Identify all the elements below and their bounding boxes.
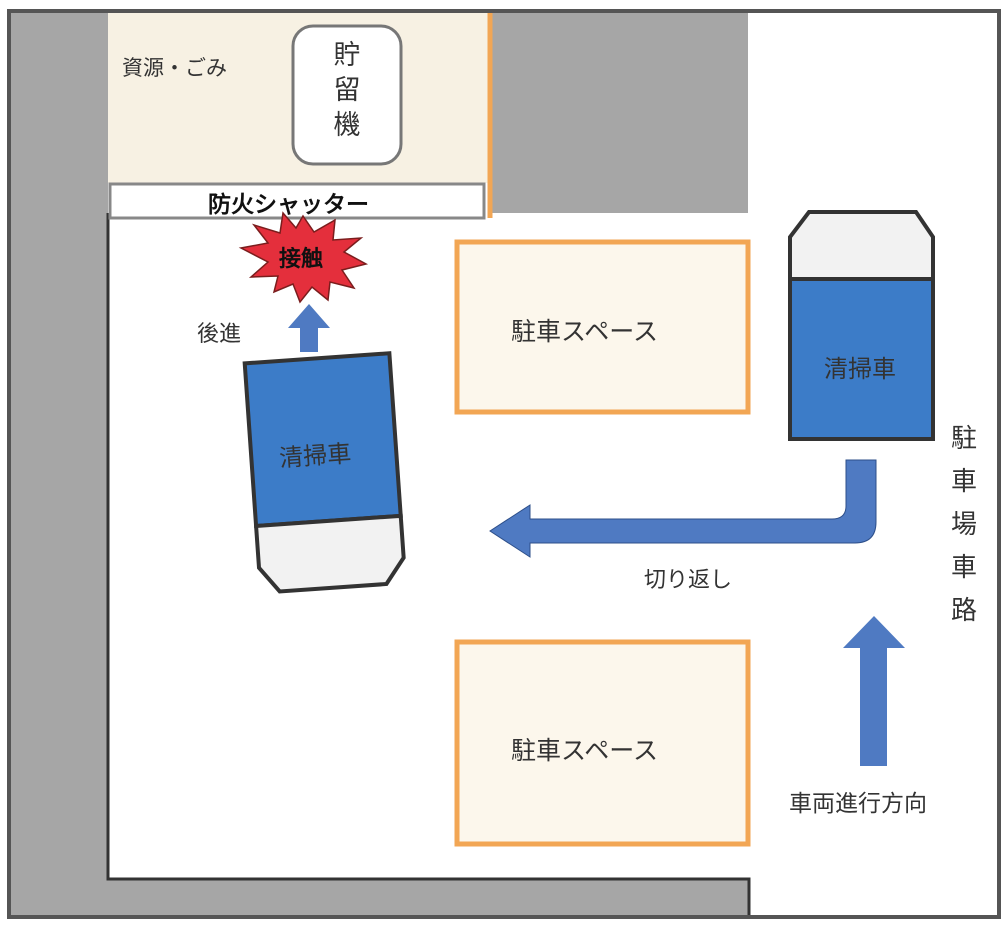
wall-edge-lines	[106, 213, 751, 915]
parking-lane-char: 路	[950, 596, 977, 626]
storage-machine-label: 貯 留 機	[330, 38, 364, 143]
reverse-label: 後進	[197, 322, 242, 347]
storage-machine-char: 貯	[333, 40, 361, 71]
cleaning-vehicle-right-label: 清掃車	[824, 355, 896, 383]
storage-machine-char: 機	[333, 110, 361, 141]
cleaning-vehicle-left	[242, 351, 406, 594]
wall-gray	[11, 13, 749, 915]
storage-area-label: 資源・ごみ	[122, 56, 227, 80]
vehicle-direction-label: 車両進行方向	[789, 791, 927, 817]
parking-lane-label: 駐 車 場 車 路	[947, 418, 981, 633]
cleaning-vehicle-right	[788, 210, 935, 441]
fire-shutter-label: 防火シャッター	[208, 192, 369, 218]
vehicle-direction-arrow	[843, 616, 905, 766]
parking-space-upper	[454, 239, 751, 415]
reverse-arrow	[288, 304, 330, 352]
contact-label: 接触	[279, 247, 324, 272]
parking-lane-char: 車	[950, 467, 977, 497]
fire-shutter	[108, 182, 486, 220]
parking-lane-char: 場	[950, 510, 977, 540]
contact-burst	[238, 211, 369, 304]
parking-lane-char: 駐	[950, 424, 977, 454]
parking-lane-char: 車	[950, 553, 977, 583]
parking-space-lower	[454, 639, 751, 847]
storage-machine-char: 留	[333, 75, 361, 106]
turnaround-label: 切り返し	[644, 568, 733, 593]
cleaning-vehicle-left-label: 清掃車	[278, 439, 353, 473]
parking-space-upper-label: 駐車スペース	[511, 317, 659, 346]
parking-space-lower-label: 駐車スペース	[511, 736, 659, 765]
turnaround-arrow	[489, 459, 877, 558]
storage-machine	[291, 24, 403, 166]
